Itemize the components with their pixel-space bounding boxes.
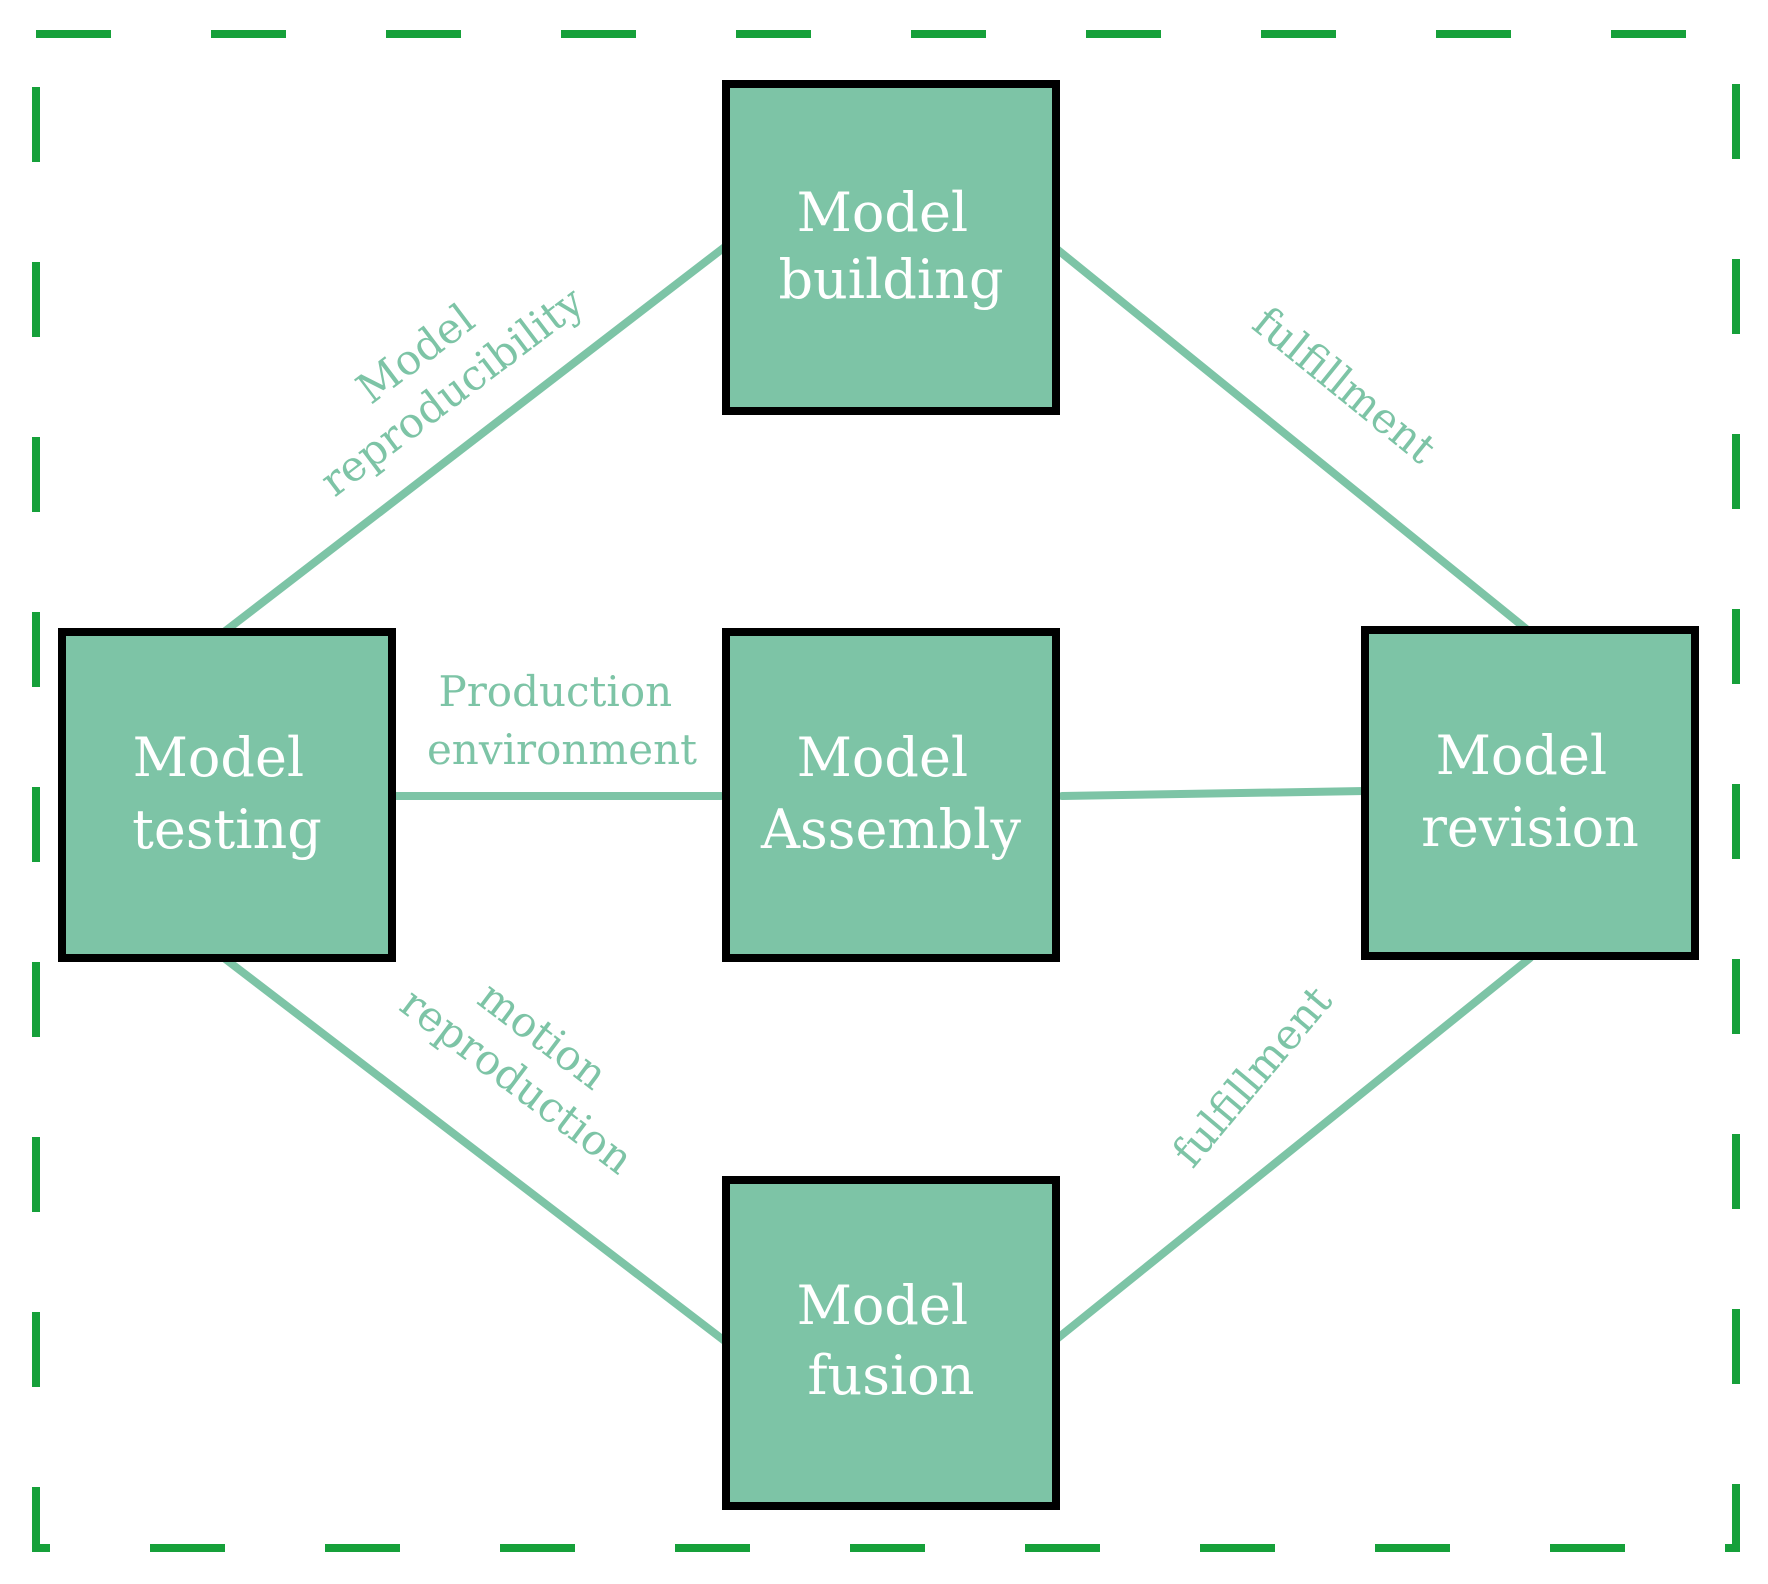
edge-testing-building [220, 242, 730, 636]
svg-text:Model revision: Model revision [1421, 724, 1639, 859]
svg-text:Model Assembly: Model Assembly [760, 726, 1021, 861]
svg-text:Model building: Model building [778, 181, 1003, 311]
svg-text:Model fusion: Model fusion [797, 1274, 986, 1407]
node-model-revision: Model revision [1361, 626, 1699, 960]
dashed-frame [32, 30, 1740, 1552]
node-model-building: Model building [722, 80, 1060, 415]
edge-fusion-revision [1049, 954, 1534, 1346]
node-model-fusion: Model fusion [722, 1176, 1060, 1510]
edge-assembly-revision [1058, 787, 1369, 800]
edge-label-production-environment: Production environment [427, 667, 697, 774]
node-model-testing: Model testing [58, 628, 396, 962]
edge-testing-fusion [220, 954, 730, 1346]
svg-text:Model testing: Model testing [132, 726, 322, 861]
edge-label-fulfillment-top: fulfillment [1244, 297, 1446, 473]
edge-label-fulfillment-bottom: fulfillment [1163, 976, 1342, 1176]
node-model-assembly: Model Assembly [722, 628, 1060, 962]
edge-building-revision [1049, 242, 1534, 636]
edge-label-motion-reproduction: motion reproduction [391, 936, 673, 1184]
